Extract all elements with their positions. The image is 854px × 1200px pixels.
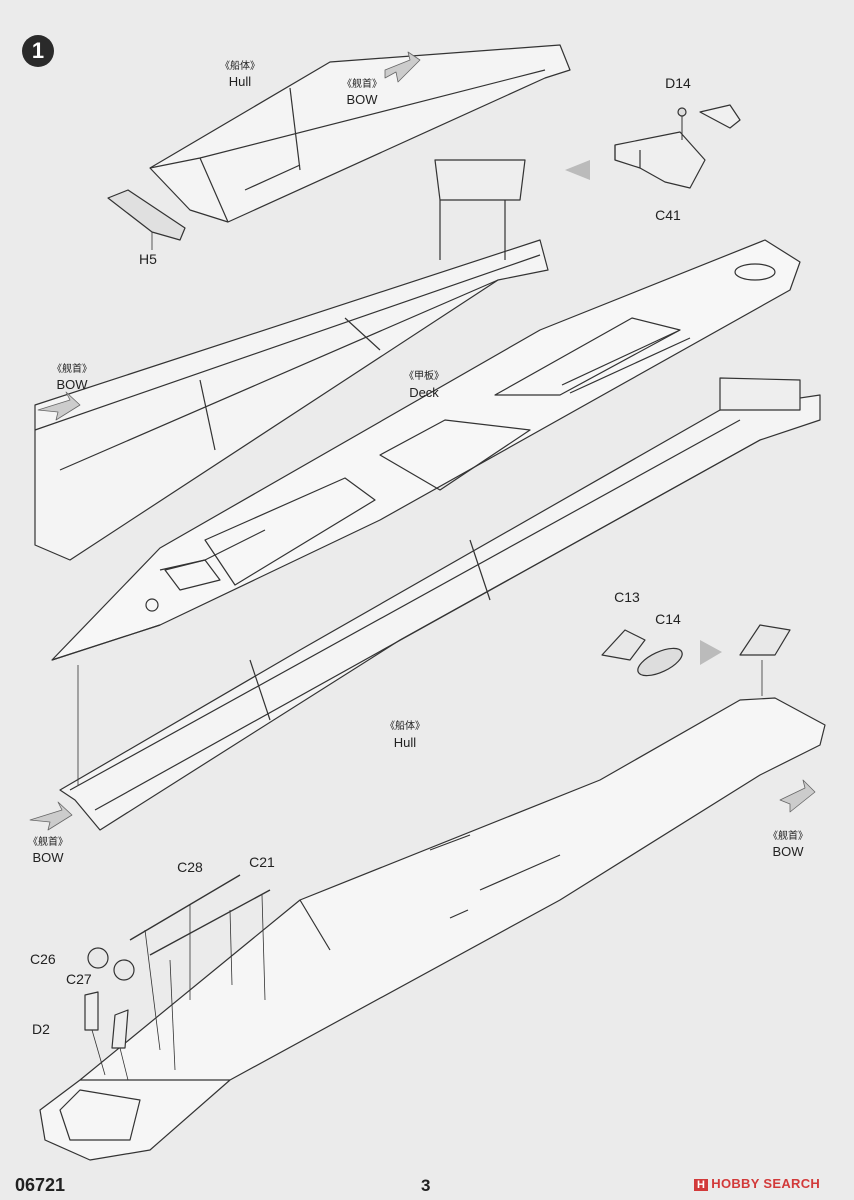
bow-lower-left-label: BOW <box>32 850 64 865</box>
bow-top-cn-label: 《舰首》 <box>342 79 382 90</box>
part-c28 <box>129 874 241 1051</box>
hull-top-cn-label: 《船体》 <box>220 61 260 72</box>
part-label-d2: D2 <box>32 1021 50 1037</box>
part-d2 <box>84 991 129 1081</box>
hull-right-half <box>59 377 821 831</box>
hull-top-label: Hull <box>228 74 252 89</box>
deck-label: Deck <box>409 385 439 400</box>
bow-arrow-right <box>779 779 816 813</box>
part-label-h5: H5 <box>139 251 157 267</box>
bow-arrow-left <box>37 391 81 421</box>
bow-left-cn-label: 《舰首》 <box>52 364 92 375</box>
lower-hull <box>39 697 826 1161</box>
sonar-dome-fitted <box>739 624 791 696</box>
bow-arrow-lower-left <box>29 801 73 831</box>
part-label-c26: C26 <box>30 951 56 967</box>
part-label-c28: C28 <box>177 859 203 875</box>
part-c14 <box>637 647 683 677</box>
bow-lower-left-cn-label: 《舰首》 <box>28 837 68 848</box>
part-c26 <box>87 947 109 969</box>
part-label-c13: C13 <box>614 589 640 605</box>
hull-mid-label: Hull <box>393 735 417 750</box>
bow-arrow-top <box>384 51 421 83</box>
catalog-number: 06721 <box>15 1175 66 1195</box>
page-number: 3 <box>421 1176 431 1195</box>
deck-piece <box>51 239 801 661</box>
watermark-logo: H <box>694 1179 709 1191</box>
hull-mid-cn-label: 《船体》 <box>385 721 425 732</box>
part-d14 <box>677 104 741 140</box>
hull-left-half <box>34 159 549 561</box>
step-number-badge: 1 <box>22 35 54 67</box>
part-label-c27: C27 <box>66 971 92 987</box>
part-label-c41: C41 <box>655 207 681 223</box>
watermark-text: HOBBY SEARCH <box>711 1176 821 1191</box>
part-label-d14: D14 <box>665 75 691 91</box>
bow-top-label: BOW <box>346 92 378 107</box>
assembly-arrow-mid <box>700 640 722 665</box>
part-c21 <box>149 889 271 1071</box>
part-label-c14: C14 <box>655 611 681 627</box>
deck-cn-label: 《甲板》 <box>404 371 444 382</box>
assembly-arrow-top <box>565 160 590 180</box>
part-label-c21: C21 <box>249 854 275 870</box>
hull-bow-piece-top <box>149 44 571 223</box>
part-c27 <box>113 959 135 981</box>
bow-left-label: BOW <box>56 377 88 392</box>
part-h5 <box>107 189 186 250</box>
part-c13 <box>601 629 646 661</box>
bow-right-label: BOW <box>772 844 804 859</box>
part-c41 <box>614 131 706 189</box>
bow-right-cn-label: 《舰首》 <box>768 831 808 842</box>
